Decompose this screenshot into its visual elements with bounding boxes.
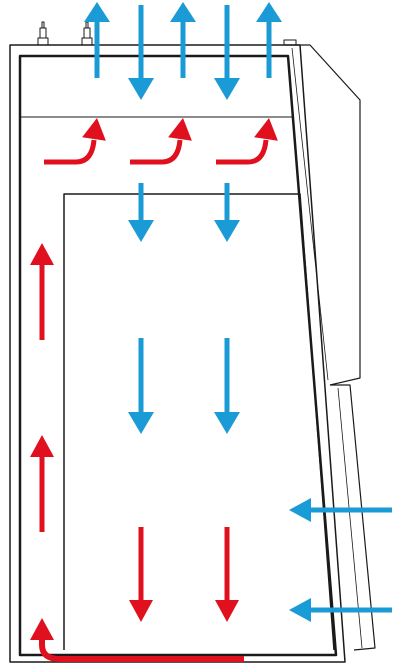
cabinet-inner-frame <box>18 54 338 657</box>
blue-supply-down-arrow <box>128 5 154 100</box>
top-fittings <box>37 21 297 45</box>
red-curved-arrow <box>130 118 192 165</box>
red-work-zone-down-arrow <box>129 527 153 622</box>
red-recirculation-up-arrow <box>30 435 54 532</box>
blue-exhaust-up-arrow <box>84 2 110 78</box>
lower-sash <box>330 384 376 651</box>
blue-exhaust-up-arrow <box>256 2 282 78</box>
work-chamber <box>63 193 335 651</box>
red-curved-arrow <box>216 118 278 165</box>
blue-inflow-arrow <box>289 598 392 622</box>
front-panel <box>285 44 361 386</box>
lower-sash-inner <box>337 387 363 649</box>
front-panel-inner <box>291 47 329 381</box>
red-recirculation-up-arrow <box>30 243 54 340</box>
red-curved-arrow <box>44 118 106 165</box>
cabinet-outline <box>9 21 376 663</box>
blue-downflow-arrow <box>128 183 154 242</box>
red-work-zone-down-arrow <box>215 527 239 622</box>
blue-exhaust-up-arrow <box>170 2 196 78</box>
blue-downflow-arrow <box>214 183 240 242</box>
fitting-left <box>37 21 49 45</box>
blue-flow-arrows <box>84 2 392 622</box>
red-bottom-return-arrow <box>30 618 244 662</box>
fitting-right <box>283 39 297 45</box>
fitting-middle <box>81 21 93 45</box>
blue-supply-down-arrow <box>214 5 240 100</box>
red-flow-arrows <box>30 118 278 662</box>
blue-downflow-arrow <box>214 338 240 434</box>
blue-downflow-arrow <box>128 338 154 434</box>
blue-inflow-arrow <box>289 498 392 522</box>
